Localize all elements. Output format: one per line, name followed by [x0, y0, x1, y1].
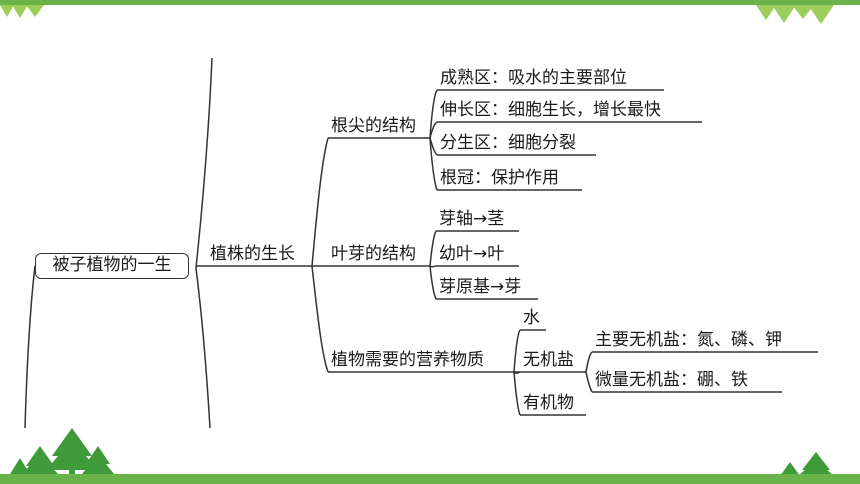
top-left-triangles: [0, 5, 44, 18]
item-connector: [429, 89, 438, 139]
root-tip-item: 成熟区：吸水的主要部位: [440, 68, 627, 88]
item-connector: [513, 329, 521, 373]
root-tip-item: 分生区：细胞分裂: [440, 133, 576, 153]
leaf-bud-item: 芽轴→茎: [439, 209, 505, 229]
leaf-bud-item: 幼叶→叶: [439, 244, 505, 264]
leaf-bud-item: 芽原基→芽: [439, 277, 522, 297]
branch-node: 植株的生长: [210, 244, 295, 264]
root-tip-item: 伸长区：细胞生长，增长最快: [440, 100, 661, 120]
bottom-green-bar: [0, 474, 860, 484]
item-connector: [429, 137, 438, 191]
nutrient-item: 水: [523, 308, 540, 328]
connector-group-1: [311, 137, 329, 267]
sub-connector: [585, 351, 593, 373]
tree-icon: [780, 452, 834, 476]
group-node-nutrients: 植物需要的营养物质: [331, 350, 484, 370]
nutrient-item: 无机盐: [523, 350, 574, 370]
top-right-triangles: [756, 5, 834, 24]
mineral-sub-item: 微量无机盐：硼、铁: [595, 370, 748, 390]
top-green-bar: [0, 0, 860, 5]
item-connector: [429, 265, 437, 268]
root-stub: [24, 265, 36, 429]
item-connector: [429, 265, 437, 300]
mineral-sub-item: 主要无机盐：氮、磷、钾: [595, 330, 782, 350]
item-connector: [513, 371, 521, 416]
nutrient-item: 有机物: [523, 393, 574, 413]
tree-icon: [10, 428, 114, 476]
sub-connector: [585, 371, 593, 393]
item-connector: [429, 230, 437, 267]
root-connector: [195, 57, 213, 429]
root-node: 被子植物的一生: [35, 253, 189, 279]
connector-group-3: [311, 265, 329, 373]
group-node-leaf-bud: 叶芽的结构: [331, 244, 416, 264]
item-connector: [429, 121, 438, 139]
group-node-root-tip: 根尖的结构: [331, 116, 416, 136]
root-tip-item: 根冠：保护作用: [440, 168, 559, 188]
